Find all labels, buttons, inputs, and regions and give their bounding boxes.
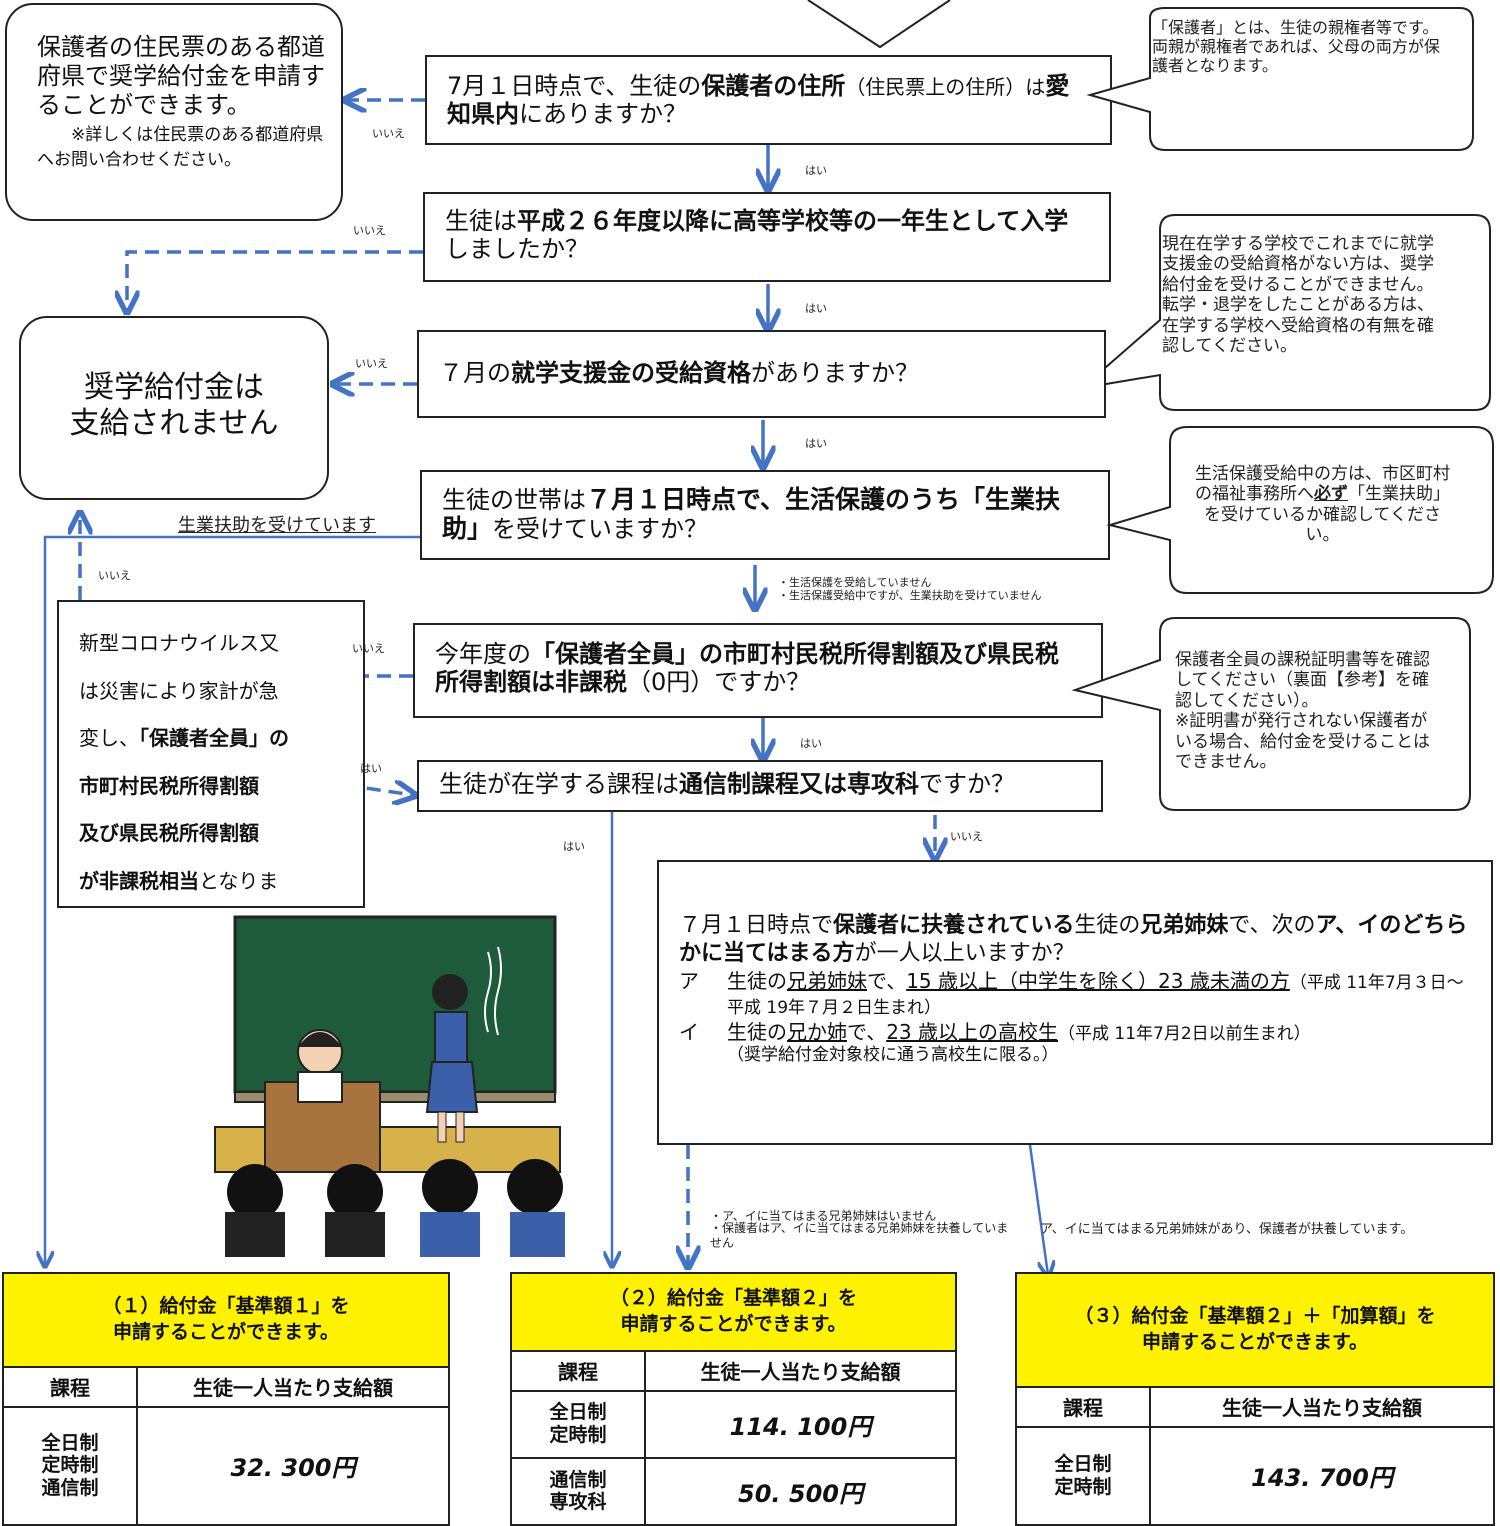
question-course-type: 生徒が在学する課程は通信制課程又は専攻科ですか？ [417,760,1103,812]
label-yes-6: はい [563,840,585,853]
label-yes-4: はい [800,737,822,750]
table2-course-1: 全日制 定時制 [510,1389,646,1459]
table3-col-course: 課程 [1015,1385,1151,1428]
question-enrollment-year: 生徒は平成２６年度以降に高等学校等の一年生として入学しましたか？ [423,192,1111,282]
table2-amount-2: 50. 500円 [644,1456,957,1526]
not-paid-box: 奨学給付金は 支給されません [19,316,329,500]
table1-col-amount: 生徒一人当たり支給額 [136,1365,450,1408]
label-no-6: いいえ [950,830,983,843]
label-no-welfare: ・生活保護を受給していません [778,576,932,589]
top-triangle [807,0,951,49]
speech-bubble-enrollment-support [1080,214,1491,411]
note-tax-certificate: 保護者全員の課税証明書等を確認してください（裏面【参考】を確認してください）。 … [1175,650,1430,772]
speech-bubble-welfare [1106,426,1494,594]
classroom-illustration [214,915,565,1257]
not-paid-line2: 支給されません [69,406,279,441]
label-has-siblings: ア、イに当てはまる兄弟姉妹があり、保護者が扶養しています。 [1040,1222,1414,1237]
not-paid-line1: 奨学給付金は [84,370,264,405]
label-no-2: いいえ [353,224,386,237]
note-enrollment-support: 現在在学する学校でこれまでに就学支援金の受給資格がない方は、奨学給付金を受けるこ… [1162,234,1434,356]
table1-col-course: 課程 [2,1365,138,1408]
apply-other-prefecture-box: 保護者の住民票のある都道府県で奨学給付金を申請することができます。 ※詳しくは住… [5,3,343,221]
label-no-livelihood: ・生活保護受給中ですが、生業扶助を受けていません [778,589,1042,602]
table2-course-2: 通信制 専攻科 [510,1456,646,1526]
apply-other-prefecture-note: ※詳しくは住民票のある都道府県へお問い合わせください。 [37,125,324,171]
label-receiving-assistance: 生業扶助を受けています [178,515,376,536]
table3-course: 全日制 定時制 [1015,1425,1151,1526]
corona-box: 新型コロナウイルス又 は災害により家計が急 変し、「保護者全員」の 市町村民税所… [57,600,365,908]
table2-title: （２）給付金「基準額２」を申請することができます。 [510,1272,957,1352]
table-base-amount-1: （１）給付金「基準額１」を申請することができます。 課程生徒一人当たり支給額 全… [2,1272,450,1526]
table1-amount: 32. 300円 [136,1405,450,1526]
speech-bubble-tax [1071,617,1471,811]
table3-title: （３）給付金「基準額２」＋「加算額」を申請することができます。 [1015,1272,1495,1388]
table1-title: （１）給付金「基準額１」を申請することができます。 [2,1272,450,1368]
label-not-supporting: ・保護者はア、イに当てはまる兄弟姉妹を扶養していません [710,1221,1009,1250]
question-siblings: ７月１日時点で保護者に扶養されている生徒の兄弟姉妹で、次のア、イのどちらかに当て… [657,860,1493,1145]
note-welfare: 生活保護受給中の方は、市区町村の福祉事務所へ必ず「生業扶助」を受けているか確認し… [1195,464,1450,546]
label-no-1: いいえ [372,127,405,140]
question-parent-address: 7月１日時点で、生徒の保護者の住所（住民票上の住所）は愛知県内にありますか？ [425,55,1112,145]
table3-amount: 143. 700円 [1149,1425,1495,1526]
question-tax-exempt: 今年度の「保護者全員」の市町村民税所得割額及び県民税所得割額は非課税（0円）です… [413,623,1103,718]
note-guardian-definition: 「保護者」とは、生徒の親権者等です。 両親が親権者であれば、父母の両方が保護者と… [1152,18,1440,76]
label-yes-5: はい [360,762,382,775]
table1-course: 全日制 定時制 通信制 [2,1405,138,1526]
apply-other-prefecture-text: 保護者の住民票のある都道府県で奨学給付金を申請することができます。 [37,33,325,119]
label-no-5: いいえ [352,642,385,655]
label-yes-2: はい [805,302,827,315]
label-no-siblings: ・ア、イに当てはまる兄弟姉妹はいません [710,1209,937,1223]
table-base-amount-2: （２）給付金「基準額２」を申請することができます。 課程生徒一人当たり支給額 全… [510,1272,957,1526]
label-yes-3: はい [805,437,827,450]
label-no-3: いいえ [355,357,388,370]
speech-bubble-guardian [1086,7,1474,151]
table-base-plus-additional: （３）給付金「基準額２」＋「加算額」を申請することができます。 課程生徒一人当た… [1015,1272,1495,1526]
label-yes-1: はい [805,164,827,177]
question-support-eligibility: ７月の就学支援金の受給資格がありますか？ [417,330,1106,418]
table2-col-amount: 生徒一人当たり支給額 [644,1349,957,1392]
label-no-4: いいえ [98,569,131,582]
table2-col-course: 課程 [510,1349,646,1392]
table2-amount-1: 114. 100円 [644,1389,957,1459]
question-livelihood-assistance: 生徒の世帯は７月１日時点で、生活保護のうち「生業扶助」を受けていますか？ [420,470,1110,560]
table3-col-amount: 生徒一人当たり支給額 [1149,1385,1495,1428]
